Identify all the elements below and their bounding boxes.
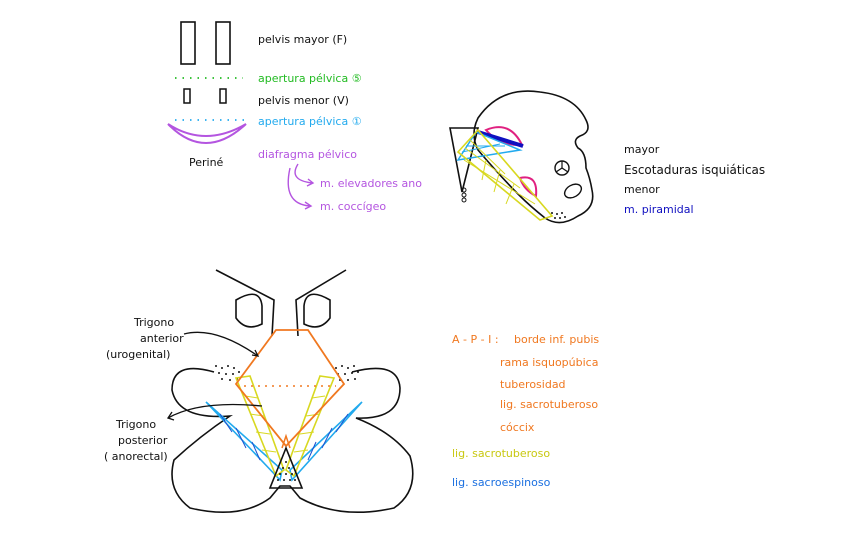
left-obturator: [235, 293, 263, 328]
trigono-anterior-label-2: anterior: [140, 332, 184, 345]
label-piramidal: m. piramidal: [624, 203, 694, 216]
diafragma-symbol: [167, 123, 247, 144]
boundaries-header: A - P - I :: [452, 333, 499, 346]
sacrotuberoso-fan: [456, 128, 554, 221]
pelvis-mayor-symbol-2: [215, 21, 231, 65]
right-tuberosity-dots: [335, 365, 359, 381]
pelvis-menor-label: pelvis menor (V): [258, 94, 349, 107]
boundary-item-1: borde inf. pubis: [514, 333, 599, 346]
trigono-posterior-label-2: posterior: [118, 434, 168, 447]
perine-label: Periné: [189, 156, 224, 169]
apertura-superior-label: apertura pélvica ⑤: [258, 72, 362, 85]
m-coccigeo-label: m. coccígeo: [320, 200, 386, 213]
boundaries-list: A - P - I : borde inf. pubis rama isquop…: [452, 333, 599, 489]
pelvis-mayor-symbol: [180, 21, 196, 65]
arrow-coccigeo: [287, 167, 311, 207]
hip-bone-diagram: mayor Escotaduras isquiáticas menor m. p…: [449, 90, 765, 224]
pelvis-menor-symbol: [183, 88, 191, 104]
pelvis-menor-symbol-2: [219, 88, 227, 104]
tuberosity-dots: [551, 212, 566, 219]
lig-sacrotuberoso-label: lig. sacrotuberoso: [452, 447, 550, 460]
obturator-foramen: [563, 183, 583, 199]
left-sacrotuberoso: [234, 375, 285, 478]
boundary-item-4: lig. sacrotuberoso: [500, 398, 598, 411]
apertura-inferior-label: apertura pélvica ①: [258, 115, 362, 128]
right-sacroespinoso: [289, 401, 363, 482]
trigono-anterior-label-1: Trigono: [133, 316, 174, 329]
boundary-item-2: rama isquopúbica: [500, 356, 598, 369]
body-outline: [171, 367, 414, 513]
left-sacroespinoso: [205, 401, 283, 482]
sacrum-outline: [449, 127, 480, 193]
right-sacrotuberoso: [285, 375, 336, 478]
legend-group: pelvis mayor (F) apertura pélvica ⑤ pelv…: [167, 21, 422, 213]
arrow-elevadores: [294, 163, 313, 184]
boundary-item-3: tuberosidad: [500, 378, 566, 391]
perineum-diamond: [234, 329, 346, 448]
trigono-posterior-label-3: ( anorectal): [104, 450, 168, 463]
coccyx-tip-orange: [281, 433, 291, 449]
trigono-posterior-label-1: Trigono: [115, 418, 156, 431]
lig-sacroespinoso-label: lig. sacroespinoso: [452, 476, 551, 489]
perineum-diagram: Trigono anterior (urogenital) Trigono po…: [104, 269, 414, 513]
label-escotaduras: Escotaduras isquiáticas: [624, 163, 765, 177]
pelvis-mayor-label: pelvis mayor (F): [258, 33, 347, 46]
label-menor: menor: [624, 183, 660, 196]
trigono-anterior-label-3: (urogenital): [106, 348, 170, 361]
lesser-sciatic-notch: [518, 176, 538, 198]
piramidal-muscle: [477, 130, 524, 148]
arrow-trigono-posterior: [167, 403, 263, 419]
diafragma-label: diafragma pélvico: [258, 148, 357, 161]
sacrum-triangle: [268, 445, 304, 489]
right-obturator: [303, 293, 331, 328]
arrow-trigono-anterior: [183, 331, 259, 357]
m-elevadores-label: m. elevadores ano: [320, 177, 422, 190]
label-mayor: mayor: [624, 143, 660, 156]
sacrum-dots: [277, 461, 296, 481]
boundary-item-5: cóccix: [500, 421, 535, 434]
